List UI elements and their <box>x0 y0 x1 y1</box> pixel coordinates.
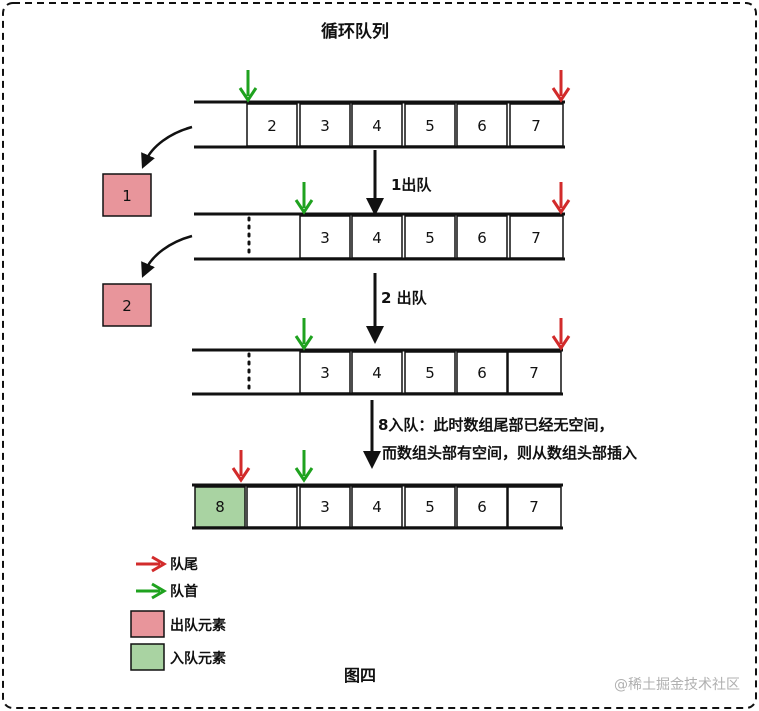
queue-1-tail-arrow-icon <box>551 70 571 103</box>
legend-item-enqueued: 入队元素 <box>130 643 226 671</box>
queue-4-cell-6: 7 <box>507 486 562 528</box>
queue-1-cell-1: 2 <box>246 103 298 147</box>
legend-dequeued-label: 出队元素 <box>170 617 226 634</box>
queue-2-cell-6: 7 <box>509 215 564 259</box>
legend-tail-label: 队尾 <box>170 556 198 573</box>
queue-3-cell-5-value: 6 <box>477 364 487 382</box>
queue-1-cell-1-value: 2 <box>267 117 277 135</box>
queue-4-cell-6-value: 7 <box>529 498 539 516</box>
queue-4-cell-0: 8 <box>194 486 246 528</box>
queue-2-cell-3-value: 4 <box>372 229 382 247</box>
queue-3-cell-2-value: 3 <box>320 364 330 382</box>
legend-item-dequeued: 出队元素 <box>130 610 226 638</box>
queue-3-cell-6-value: 7 <box>529 364 539 382</box>
legend-enqueued-label: 入队元素 <box>170 650 226 667</box>
watermark: @稀土掘金技术社区 <box>614 677 740 693</box>
queue-1-cell-4: 5 <box>404 103 456 147</box>
queue-1-cell-5-value: 6 <box>477 117 487 135</box>
dequeued-element-2-value: 2 <box>122 297 132 315</box>
queue-2-cell-5-value: 6 <box>477 229 487 247</box>
queue-row-2: 3 4 5 6 7 <box>194 212 565 261</box>
legend-head-arrow-icon <box>136 582 167 600</box>
dequeued-element-2: 2 <box>102 283 152 327</box>
queue-row-4: 8 3 4 5 6 7 <box>192 483 563 530</box>
queue-row-1: 2 3 4 5 6 7 <box>194 100 565 149</box>
queue-1-cell-2: 3 <box>299 103 351 147</box>
queue-4-cell-4-value: 5 <box>425 498 435 516</box>
dequeue-1-curved-arrow-icon <box>141 125 193 169</box>
step-2-label: 2 出队 <box>381 289 428 307</box>
queue-2-cell-2: 3 <box>299 215 351 259</box>
queue-1-cell-2-value: 3 <box>320 117 330 135</box>
queue-2-cell-2-value: 3 <box>320 229 330 247</box>
queue-1-cell-3: 4 <box>351 103 403 147</box>
queue-1-cell-3-value: 4 <box>372 117 382 135</box>
queue-3-cell-2: 3 <box>299 351 351 394</box>
queue-2-cell-6-value: 7 <box>531 229 541 247</box>
queue-2-head-arrow-icon <box>294 182 314 215</box>
queue-1-cell-5: 6 <box>456 103 508 147</box>
queue-2-cell-4: 5 <box>404 215 456 259</box>
queue-4-cell-3: 4 <box>351 486 403 528</box>
diagram-title: 循环队列 <box>321 21 389 42</box>
queue-row-3: 3 4 5 6 7 <box>192 348 563 396</box>
queue-3-cell-6: 7 <box>507 351 562 394</box>
queue-4-tail-arrow-icon <box>231 450 251 483</box>
queue-1-cell-4-value: 5 <box>425 117 435 135</box>
queue-2-cell-3: 4 <box>351 215 403 259</box>
queue-4-head-arrow-icon <box>294 450 314 483</box>
legend-item-head: 队首 <box>136 582 198 600</box>
legend-item-tail: 队尾 <box>136 555 198 573</box>
queue-4-cell-5: 6 <box>456 486 508 528</box>
step-1-label: 1出队 <box>391 176 432 194</box>
queue-4-cell-1 <box>246 486 298 528</box>
queue-2-tail-arrow-icon <box>551 182 571 215</box>
queue-3-cell-4-value: 5 <box>425 364 435 382</box>
queue-4-cell-0-value: 8 <box>215 498 225 516</box>
queue-3-cell-3-value: 4 <box>372 364 382 382</box>
queue-2-cell-5: 6 <box>456 215 508 259</box>
queue-4-cell-2-value: 3 <box>320 498 330 516</box>
legend-enqueued-swatch <box>130 643 165 671</box>
queue-3-cell-3: 4 <box>351 351 403 394</box>
legend-head-label: 队首 <box>170 583 198 600</box>
dequeue-2-curved-arrow-icon <box>141 234 193 278</box>
queue-4-cell-5-value: 6 <box>477 498 487 516</box>
queue-3-tail-arrow-icon <box>551 318 571 351</box>
legend-tail-arrow-icon <box>136 555 167 573</box>
queue-1-cell-6-value: 7 <box>531 117 541 135</box>
legend: 队尾 队首 出队元素 入队元素 <box>130 555 226 671</box>
step-3-label-line-1: 8入队：此时数组尾部已经无空间， <box>378 416 613 434</box>
queue-4-cell-2: 3 <box>299 486 351 528</box>
queue-4-cell-3-value: 4 <box>372 498 382 516</box>
legend-dequeued-swatch <box>130 610 165 638</box>
dequeued-element-1: 1 <box>102 173 152 217</box>
step-3-label-line-2: 而数组头部有空间，则从数组头部插入 <box>382 444 637 462</box>
figure-caption: 图四 <box>344 666 376 685</box>
queue-4-cell-4: 5 <box>404 486 456 528</box>
queue-1-head-arrow-icon <box>238 70 258 103</box>
queue-3-cell-5: 6 <box>456 351 508 394</box>
queue-3-head-arrow-icon <box>294 318 314 351</box>
queue-2-cell-4-value: 5 <box>425 229 435 247</box>
queue-1-cell-6: 7 <box>509 103 564 147</box>
dequeued-element-1-value: 1 <box>122 187 132 205</box>
queue-3-cell-4: 5 <box>404 351 456 394</box>
